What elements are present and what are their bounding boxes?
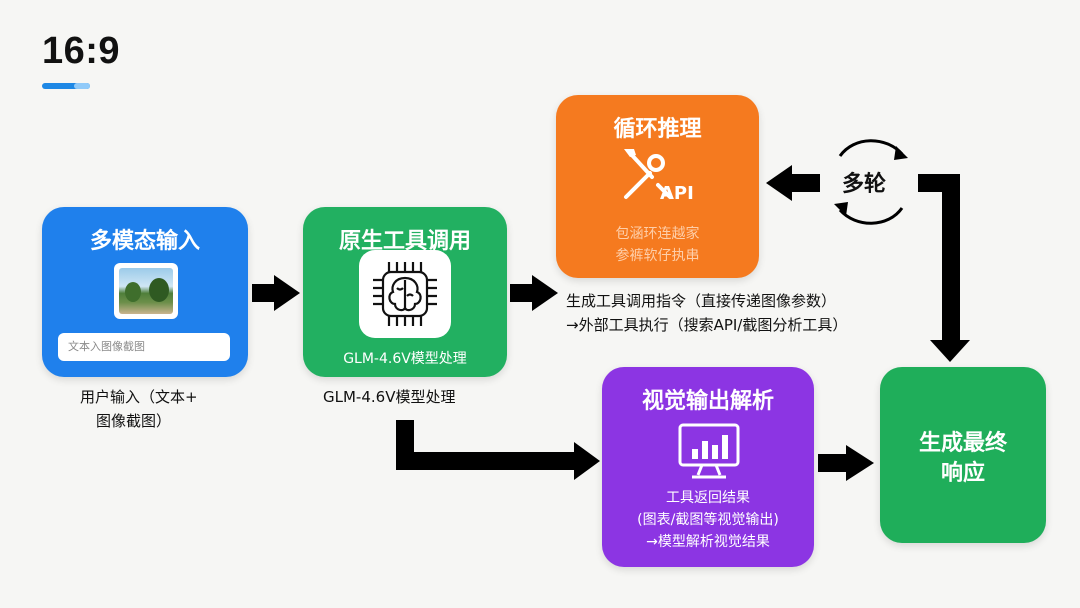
tool-call-caption: GLM-4.6V模型处理 — [323, 388, 456, 406]
image-icon — [114, 263, 178, 319]
arrow-loop-to-final — [918, 174, 970, 362]
arrow-toolcall-to-instruction — [510, 275, 558, 311]
tool-instruction-line1: 生成工具调用指令（直接传递图像参数） — [566, 292, 837, 310]
visual-output-parse-card: 视觉输出解析 工具返回结果 (图表/截图等视觉输出) →模型解析视觉结果 — [602, 367, 814, 567]
loop-title: 循环推理 — [613, 117, 702, 142]
ratio-underline — [42, 83, 90, 89]
visual-parse-line2: (图表/截图等视觉输出) — [637, 512, 779, 528]
multimodal-input-title: 多模态输入 — [89, 229, 200, 254]
visual-parse-line1: 工具返回结果 — [666, 490, 750, 506]
final-title-line2: 响应 — [940, 461, 985, 486]
arrow-input-to-toolcall — [252, 275, 300, 311]
aspect-ratio-label: 16:9 — [42, 30, 121, 72]
loop-reasoning-card: 循环推理 API 包涵环连越家 参裤软仔执串 — [556, 95, 759, 278]
final-response-card: 生成最终 响应 — [880, 367, 1046, 543]
tool-call-title: 原生工具调用 — [338, 229, 471, 254]
multimodal-input-card: 多模态输入 文本入图像截图 — [42, 207, 248, 377]
final-title-line1: 生成最终 — [918, 431, 1007, 456]
visual-parse-line3: →模型解析视觉结果 — [646, 534, 770, 550]
cycle-arrows-icon — [826, 132, 916, 232]
brain-chip-icon — [359, 250, 451, 338]
text-input-field: 文本入图像截图 — [58, 333, 230, 361]
monitor-chart-icon — [676, 421, 742, 481]
multi-round-label: 多轮 — [842, 172, 887, 197]
api-label: API — [660, 183, 694, 204]
tool-instruction-line2: →外部工具执行（搜索API/截图分析工具） — [566, 316, 848, 334]
loop-blur-line2: 参裤软仔执串 — [615, 248, 700, 264]
arrow-visualparse-to-final — [818, 445, 874, 481]
tools-icon — [622, 147, 694, 207]
tool-call-subtitle: GLM-4.6V模型处理 — [343, 351, 467, 367]
visual-parse-title: 视觉输出解析 — [641, 389, 774, 414]
input-caption-line1: 用户输入（文本+ — [80, 388, 198, 406]
input-caption-line2: 图像截图） — [96, 412, 172, 430]
arrow-multiround-to-loop — [766, 165, 820, 201]
arrow-toolcall-to-visualparse — [396, 420, 600, 480]
native-tool-call-card: 原生工具调用 GLM-4.6V模型处理 — [303, 207, 507, 377]
loop-blur-line1: 包涵环连越家 — [615, 226, 700, 242]
